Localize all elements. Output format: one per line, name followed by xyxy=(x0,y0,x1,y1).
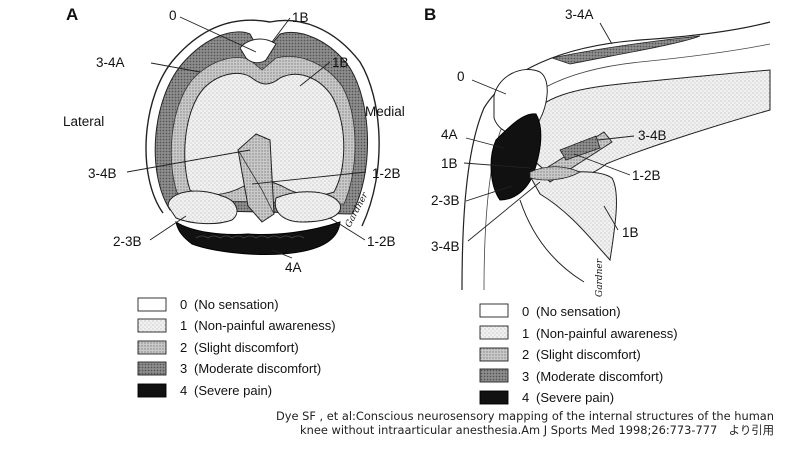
quadriceps-tendon xyxy=(550,35,701,65)
legend-a-text-4: (Severe pain) xyxy=(194,383,272,398)
label-3-4b: 3-4B xyxy=(88,166,117,181)
legend-b-num-4: 4 xyxy=(522,390,529,405)
legend-b-num-0: 0 xyxy=(522,304,529,319)
lateral-meniscus xyxy=(167,190,238,225)
label-b-3-4a: 3-4A xyxy=(565,7,594,22)
panel-b: B 3-4A xyxy=(424,5,771,297)
swatch-1 xyxy=(137,318,167,333)
label-1b-top: 1B xyxy=(292,10,309,25)
tibia-bone xyxy=(529,171,617,262)
legend-b-text-2: (Slight discomfort) xyxy=(536,347,641,362)
label-1-2b-mid: 1-2B xyxy=(372,166,401,181)
legend-b-num-1: 1 xyxy=(522,326,529,341)
legend-a-num-3: 3 xyxy=(180,361,187,376)
legend-b-text-3: (Moderate discomfort) xyxy=(536,369,663,384)
medial-meniscus xyxy=(274,191,341,223)
skin-outline xyxy=(461,21,771,291)
panel-a: A 0 1B xyxy=(63,5,405,275)
label-b-2-3b: 2-3B xyxy=(431,193,460,208)
legend-b-num-3: 3 xyxy=(522,369,529,384)
capsule-outline xyxy=(145,19,380,227)
panel-b-leaders xyxy=(463,22,635,242)
synovium-posterior-b xyxy=(559,135,601,161)
swatch-b-1 xyxy=(479,325,509,340)
meniscus-b xyxy=(529,166,581,181)
legend-a-text-0: (No sensation) xyxy=(194,297,279,312)
label-b-4a: 4A xyxy=(441,127,458,142)
citation-line-2: knee without intraarticular anesthesia.A… xyxy=(300,423,774,437)
legend-a-num-2: 2 xyxy=(180,340,187,355)
label-1b: 1B xyxy=(332,55,349,70)
swatch-2 xyxy=(137,340,167,355)
legend-b-text-1: (Non-painful awareness) xyxy=(536,326,678,341)
label-medial: Medial xyxy=(365,104,405,119)
panel-b-letter: B xyxy=(424,5,436,24)
swatch-0 xyxy=(137,297,167,312)
swatch-b-3 xyxy=(479,368,509,383)
legend-b-num-2: 2 xyxy=(522,347,529,362)
legend-b-text-0: (No sensation) xyxy=(536,304,621,319)
legend-a-num-0: 0 xyxy=(180,297,187,312)
label-2-3b: 2-3B xyxy=(113,234,142,249)
swatch-b-0 xyxy=(479,303,509,318)
label-b-3-4b-left: 3-4B xyxy=(431,239,460,254)
label-b-0: 0 xyxy=(457,69,465,84)
swatch-4 xyxy=(137,383,167,398)
legend-a: 0 (No sensation) 1 (Non-painful awarenes… xyxy=(137,297,336,398)
panel-a-letter: A xyxy=(66,5,78,24)
legend-b-text-4: (Severe pain) xyxy=(536,390,614,405)
label-1-2b-low: 1-2B xyxy=(367,234,396,249)
citation-line-1: Dye SF , et al:Conscious neurosensory ma… xyxy=(276,409,774,423)
femoral-condyles xyxy=(184,72,345,196)
label-0: 0 xyxy=(169,8,177,23)
trochlea-notch xyxy=(239,38,277,64)
panel-a-leaders xyxy=(126,16,367,259)
swatch-3 xyxy=(137,361,167,376)
fat-pad xyxy=(175,220,341,255)
legend-a-text-3: (Moderate discomfort) xyxy=(194,361,321,376)
label-4a: 4A xyxy=(285,260,302,275)
label-b-1b-left: 1B xyxy=(441,156,458,171)
label-3-4a: 3-4A xyxy=(96,55,125,70)
legend-a-num-4: 4 xyxy=(180,383,187,398)
swatch-b-4 xyxy=(479,390,509,405)
legend-a-num-1: 1 xyxy=(180,318,187,333)
label-lateral: Lateral xyxy=(63,114,104,129)
swatch-b-2 xyxy=(479,347,509,362)
legend-a-text-1: (Non-painful awareness) xyxy=(194,318,336,333)
legend-b: 0 (No sensation) 1 (Non-painful awarenes… xyxy=(479,303,678,405)
label-b-1b-right: 1B xyxy=(622,225,639,240)
label-b-3-4b-right: 3-4B xyxy=(638,128,667,143)
legend-a-text-2: (Slight discomfort) xyxy=(194,340,299,355)
citation: Dye SF , et al:Conscious neurosensory ma… xyxy=(244,409,774,437)
artist-signature-b: Gardner xyxy=(595,258,605,297)
label-b-1-2b: 1-2B xyxy=(632,168,661,183)
